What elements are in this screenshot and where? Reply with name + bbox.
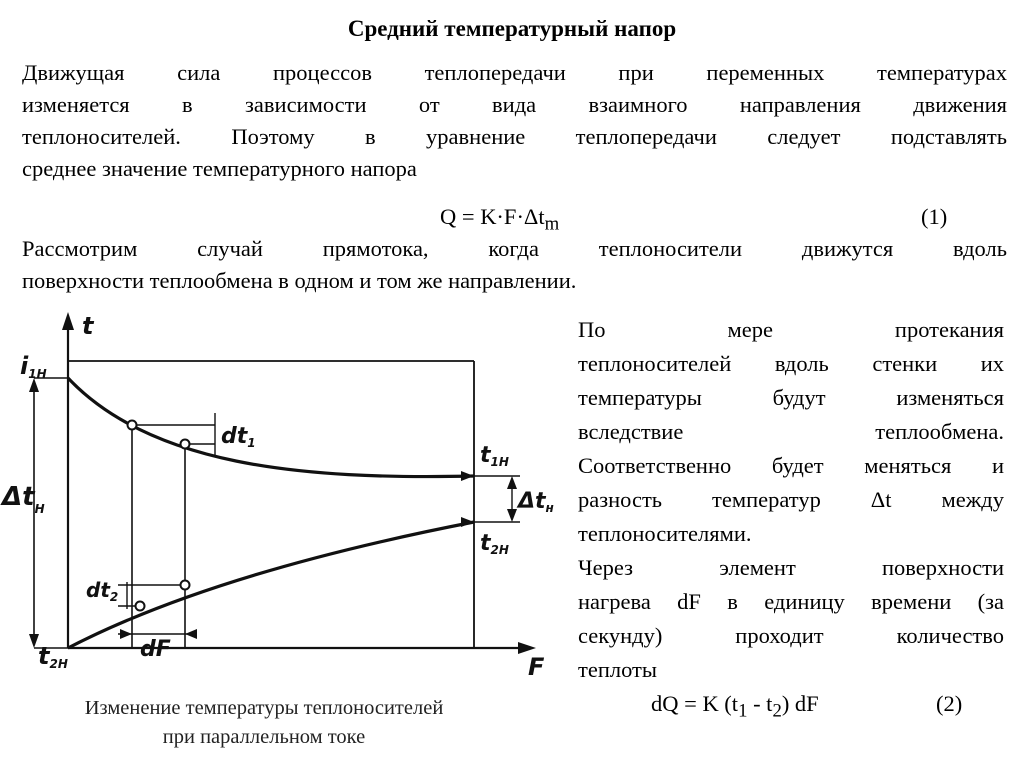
f-axis-arrow <box>518 642 536 654</box>
t2h-right-arrow <box>461 517 474 527</box>
t-axis-label: t <box>82 312 95 340</box>
t1h-right-arrow <box>461 471 474 481</box>
intro-line: Движущая сила процессов теплопередачи пр… <box>22 60 1007 85</box>
right-line: Через элемент поверхности <box>578 555 1004 580</box>
dt2-label: dt2 <box>86 578 118 604</box>
t2h-left-label: t2Н <box>38 642 68 671</box>
intro-paragraph: Движущая сила процессов теплопередачи пр… <box>22 57 1007 185</box>
t-axis-arrow <box>62 312 74 330</box>
hot-curve <box>66 376 475 479</box>
hot-point-2 <box>179 438 191 450</box>
cold-point-1 <box>134 600 146 612</box>
temperature-diagram: t F i1Н t2Н ΔtН dt1 dt2 dF t1Н t2Н Δtн <box>0 312 554 681</box>
page-title: Средний температурный напор <box>347 16 677 41</box>
dtk-right-label: Δtн <box>516 489 554 515</box>
equation-1-number: (1) <box>921 204 948 229</box>
df-label: dF <box>140 637 171 662</box>
equation-2: dQ = K (t1 - t2) dF (2) <box>0 688 1024 722</box>
right-line: Соответственно будет меняться и <box>578 453 1004 478</box>
dt1-label: dt1 <box>221 424 256 450</box>
dth-arrow-up <box>29 378 39 392</box>
dth-arrow-down <box>29 634 39 648</box>
case-line: Рассмотрим случай прямотока, когда тепло… <box>22 236 1007 261</box>
case-line: поверхности теплообмена в одном и том же… <box>22 268 577 293</box>
right-line: вследствие теплообмена. <box>578 419 1004 444</box>
equation-1-formula: Q = K·F·Δtm <box>440 204 560 235</box>
right-line: температуры будут изменяться <box>578 385 1004 410</box>
intro-line: изменяется в зависимости от вида взаимно… <box>22 92 1007 117</box>
df-arrow-right <box>185 629 197 639</box>
dtk-arrow-up <box>507 476 517 489</box>
equation-1: Q = K·F·Δtm (1) <box>0 201 1024 235</box>
df-arrow-left <box>120 629 132 639</box>
t2h-right-label: t2Н <box>480 531 509 557</box>
equation-2-formula: dQ = K (t1 - t2) dF <box>651 691 819 722</box>
intro-line: среднее значение температурного напора <box>22 156 417 181</box>
dth-left-label: ΔtН <box>0 482 45 516</box>
cold-curve <box>67 520 475 650</box>
right-paragraph: По мере протекания теплоносителей вдоль … <box>578 313 1004 687</box>
right-line: По мере протекания <box>578 317 1004 342</box>
right-line: разность температур Δt между <box>578 487 1004 512</box>
t1h-right-label: t1Н <box>480 443 509 469</box>
figure-caption: Изменение температуры теплоносителей при… <box>14 694 514 752</box>
caption-line: при параллельном токе <box>162 726 366 748</box>
right-line: теплоносителей вдоль стенки их <box>578 351 1004 376</box>
right-line: нагрева dF в единицу времени (за <box>578 589 1004 614</box>
hot-point-1 <box>126 419 138 431</box>
caption-line: Изменение температуры теплоносителей <box>84 697 444 719</box>
cold-point-2 <box>179 579 191 591</box>
intro-line: теплоносителей. Поэтому в уравнение тепл… <box>22 124 1007 149</box>
t1h-left-label: i1Н <box>20 352 47 381</box>
right-line: секунду) проходит количество <box>578 623 1004 648</box>
right-line: теплоты <box>578 657 657 682</box>
dtk-arrow-down <box>507 509 517 522</box>
right-line: теплоносителями. <box>578 521 752 546</box>
case-paragraph: Рассмотрим случай прямотока, когда тепло… <box>22 233 1007 297</box>
equation-2-number: (2) <box>936 691 963 716</box>
f-axis-label: F <box>528 653 545 681</box>
